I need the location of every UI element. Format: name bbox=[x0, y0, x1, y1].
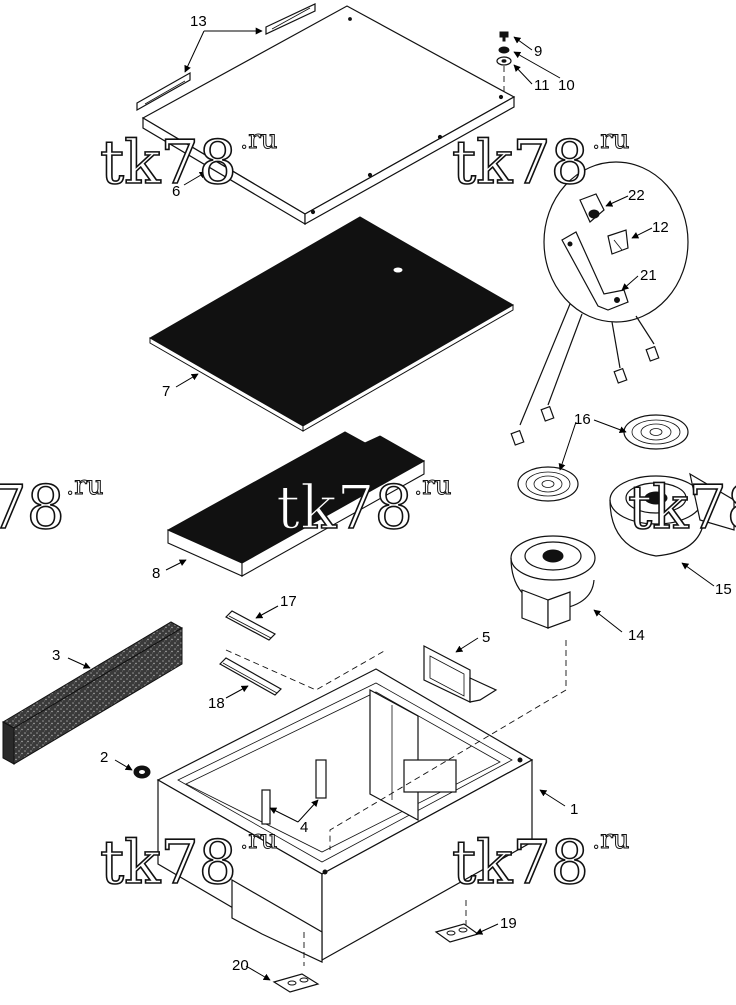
part-14-blower bbox=[510, 535, 596, 629]
part-8-insulation-block bbox=[166, 431, 426, 577]
callout-18: 18 bbox=[208, 695, 225, 712]
watermark-bottom-left: tk78 .ru bbox=[99, 825, 278, 899]
part-13-brackets bbox=[136, 3, 316, 112]
callout-3: 3 bbox=[52, 647, 60, 664]
callout-1: 1 bbox=[570, 801, 578, 818]
part-21-bracket bbox=[561, 231, 629, 311]
watermarks: tk78 .ru tk78 .ru tk78 .ru tk78 .ru tk78… bbox=[0, 125, 736, 899]
callout-5: 5 bbox=[482, 629, 490, 646]
svg-text:tk78: tk78 bbox=[628, 473, 736, 543]
watermark-middle-right: tk78 bbox=[627, 472, 736, 544]
svg-text:.ru: .ru bbox=[240, 825, 277, 855]
svg-text:tk78: tk78 bbox=[452, 828, 589, 898]
callout-9: 9 bbox=[534, 43, 542, 60]
callout-15: 15 bbox=[715, 581, 732, 598]
svg-text:tk78: tk78 bbox=[276, 473, 413, 543]
part-16-fan-guard-right bbox=[623, 414, 689, 450]
callout-14: 14 bbox=[628, 627, 645, 644]
callout-22: 22 bbox=[628, 187, 645, 204]
callout-2: 2 bbox=[100, 749, 108, 766]
callouts: 13 6 9 10 11 22 12 21 16 15 14 7 8 3 2 1… bbox=[52, 13, 732, 981]
svg-text:.ru: .ru bbox=[66, 471, 103, 501]
callout-19: 19 bbox=[500, 915, 517, 932]
part-2-grommet bbox=[133, 765, 151, 779]
svg-text:.ru: .ru bbox=[592, 125, 629, 155]
watermark-bottom-right: tk78 .ru bbox=[451, 825, 630, 899]
callout-10: 10 bbox=[558, 77, 575, 94]
svg-text:.ru: .ru bbox=[414, 471, 451, 501]
callout-4: 4 bbox=[300, 819, 308, 836]
part-22-clip bbox=[579, 193, 605, 223]
part-17-rail bbox=[225, 610, 276, 641]
callout-20: 20 bbox=[232, 957, 249, 974]
part-7-insulation-sheet bbox=[148, 216, 515, 432]
detail-circle bbox=[519, 161, 689, 426]
part-19-plate bbox=[434, 923, 480, 943]
svg-text:.ru: .ru bbox=[240, 125, 277, 155]
callout-7: 7 bbox=[162, 383, 170, 400]
svg-text:tk78: tk78 bbox=[0, 473, 65, 543]
callout-17: 17 bbox=[280, 593, 297, 610]
callout-13: 13 bbox=[190, 13, 207, 30]
part-3-filter bbox=[1, 621, 184, 765]
svg-text:.ru: .ru bbox=[592, 825, 629, 855]
part-1-housing bbox=[156, 668, 534, 963]
part-15-blower bbox=[609, 472, 735, 557]
callout-11: 11 bbox=[534, 77, 550, 94]
guard-clips bbox=[510, 345, 660, 446]
svg-text:tk78: tk78 bbox=[100, 128, 237, 198]
callout-12: 12 bbox=[652, 219, 669, 236]
fasteners-9-10-11 bbox=[496, 31, 512, 95]
callout-21: 21 bbox=[640, 267, 657, 284]
callout-6: 6 bbox=[172, 183, 180, 200]
watermark-middle-left: tk78 .ru bbox=[0, 471, 104, 544]
callout-16: 16 bbox=[574, 411, 591, 428]
callout-8: 8 bbox=[152, 565, 160, 582]
part-12-clip bbox=[607, 229, 629, 255]
watermark-top-right: tk78 .ru bbox=[451, 125, 630, 199]
watermark-top-left: tk78 .ru bbox=[99, 125, 278, 199]
svg-text:tk78: tk78 bbox=[452, 128, 589, 198]
part-6-top-cover bbox=[141, 5, 516, 226]
watermark-middle: tk78 .ru bbox=[275, 471, 452, 544]
part-5-bracket bbox=[423, 645, 498, 703]
part-16-fan-guard-left bbox=[517, 466, 579, 502]
part-18-rail bbox=[219, 657, 282, 696]
part-20-plate bbox=[272, 973, 320, 993]
svg-text:tk78: tk78 bbox=[100, 828, 237, 898]
